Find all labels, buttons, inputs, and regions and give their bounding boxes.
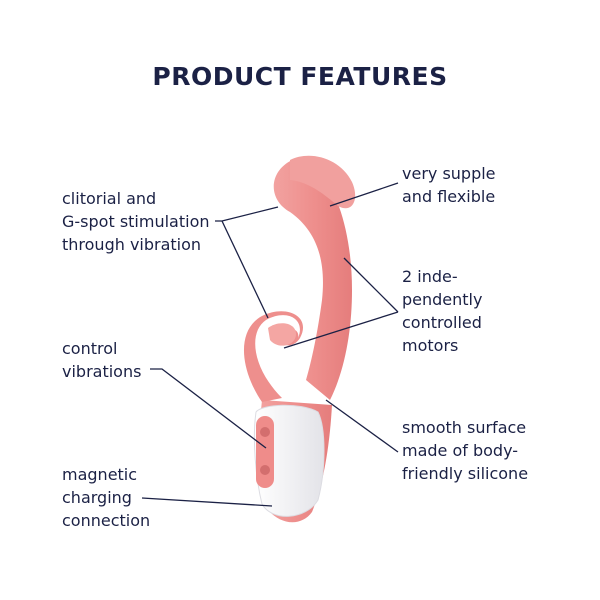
product-button-bottom xyxy=(260,465,270,475)
feature-charging-label: magnetic charging connection xyxy=(62,465,151,530)
feature-control-label: control vibrations xyxy=(62,339,142,381)
feature-supple-label: very supple and flexible xyxy=(402,164,496,206)
product-clitoral-loop-inner xyxy=(268,323,296,346)
leader-control xyxy=(150,368,267,449)
leader-surface xyxy=(325,399,399,453)
product-button-strip xyxy=(256,416,274,488)
leader-motors-upper xyxy=(343,257,399,313)
product-arm-tip xyxy=(290,155,356,209)
page-title: PRODUCT FEATURES xyxy=(152,62,448,91)
product-gspot-arm xyxy=(273,158,352,400)
feature-surface-label: smooth surface made of body- friendly si… xyxy=(402,418,529,483)
leader-stimulation xyxy=(215,206,279,222)
leader-charging xyxy=(141,497,273,507)
leader-supple xyxy=(329,182,399,207)
leader-stimulation-loop xyxy=(221,220,269,319)
feature-stimulation-label: clitorial and G-spot stimulation through… xyxy=(62,189,210,254)
leader-motors-lower xyxy=(283,311,399,349)
product-button-top xyxy=(260,427,270,437)
feature-motors-label: 2 inde- pendently controlled motors xyxy=(402,267,483,355)
